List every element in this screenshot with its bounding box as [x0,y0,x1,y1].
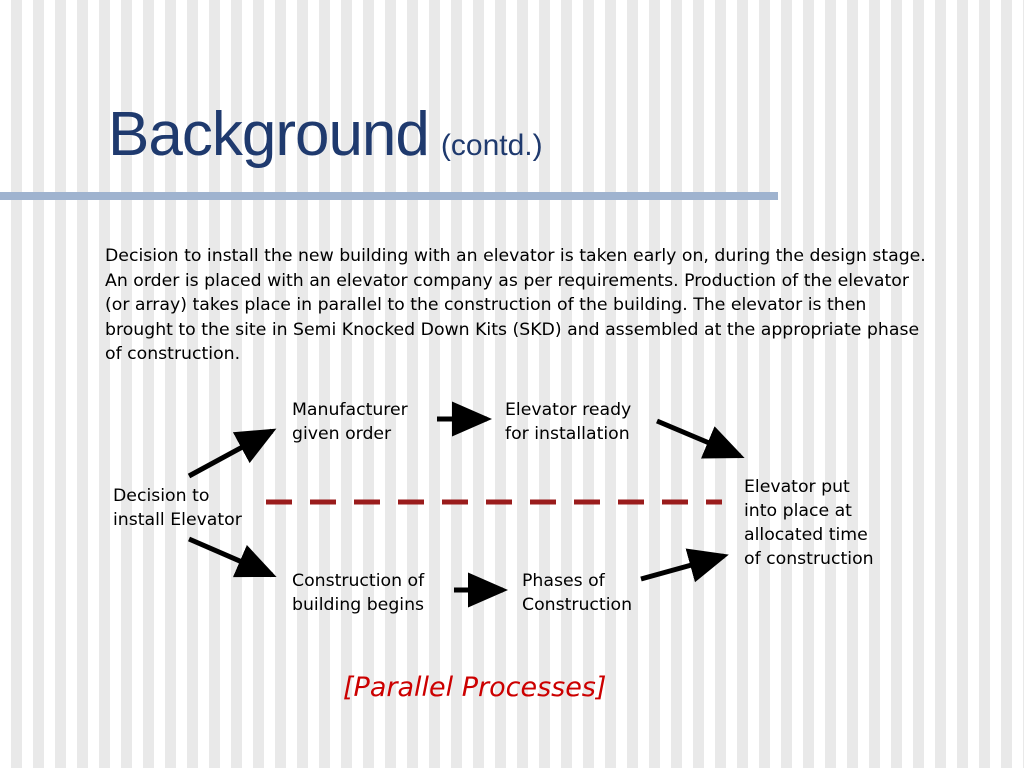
node-decision: Decision to install Elevator [113,486,242,530]
slide-title: Background(contd.) [108,104,543,166]
parallel-processes-caption: [Parallel Processes] [343,672,607,703]
node-manufacturer: Manufacturer given order [292,400,408,444]
arrow-phases-to-put [640,548,729,583]
node-elevator-put: Elevator put into place at allocated tim… [744,477,874,569]
title-sub: (contd.) [440,129,543,162]
title-divider [0,192,778,200]
arrow-decision-to-construction [188,536,277,578]
node-construction-begins: Construction of building begins [292,571,425,615]
arrow-ready-to-put [656,418,745,459]
node-elevator-ready: Elevator ready for installation [505,400,632,444]
arrow-decision-to-manufacturer [187,428,277,479]
node-phases: Phases of Construction [522,571,633,615]
body-paragraph: Decision to install the new building wit… [105,246,926,364]
title-main: Background [108,100,430,169]
